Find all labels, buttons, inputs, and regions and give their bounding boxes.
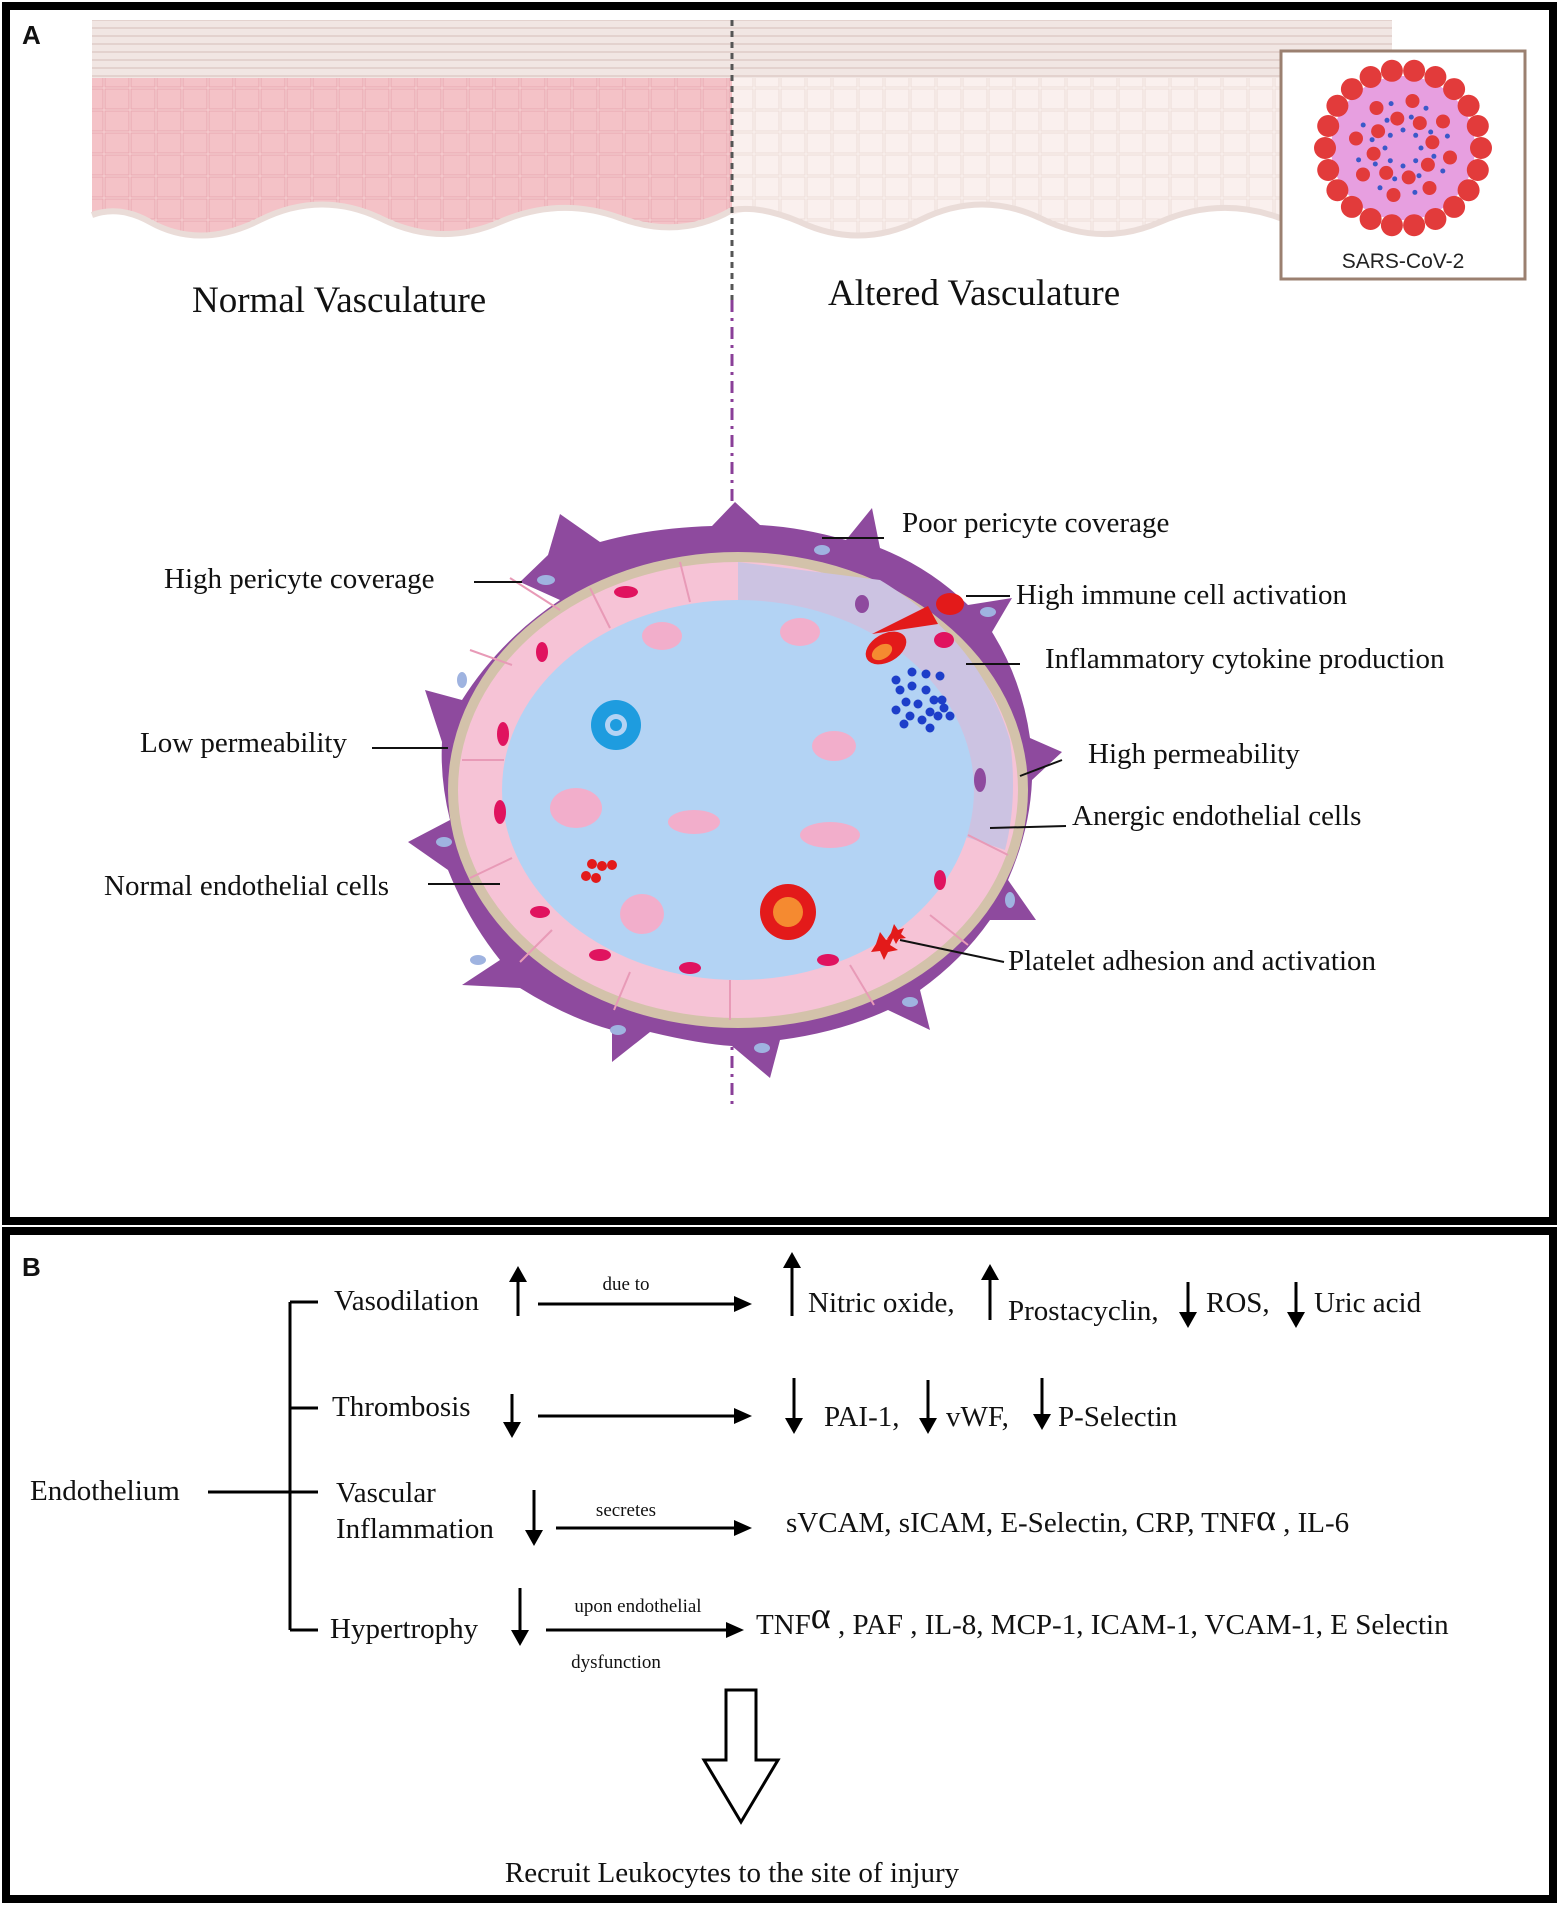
immune-cell-activation xyxy=(865,593,964,665)
activated-platelets xyxy=(871,924,906,960)
vasodilation-label: Vasodilation xyxy=(334,1285,479,1317)
label-platelet-adhesion: Platelet adhesion and activation xyxy=(1008,945,1377,977)
arrow-down-icon xyxy=(785,1378,803,1434)
p-selectin: P-Selectin xyxy=(1058,1401,1178,1433)
row-thrombosis: Thrombosis PAI-1, vWF, xyxy=(332,1378,1178,1438)
anergic-nuclei xyxy=(855,595,986,792)
platelets-normal xyxy=(581,859,617,883)
label-high-permeability: High permeability xyxy=(1088,738,1300,770)
big-down-arrow-icon xyxy=(701,1688,781,1825)
arrow-down-icon xyxy=(1287,1282,1305,1328)
activated-leukocyte xyxy=(760,884,816,940)
arrow-down-icon xyxy=(919,1380,937,1434)
row-hypertrophy: Hypertrophy upon endothelial dysfunction… xyxy=(330,1588,1449,1673)
label-cytokine-production: Inflammatory cytokine production xyxy=(1045,643,1445,675)
arrow-down-icon xyxy=(511,1588,529,1646)
endothelium-root: Endothelium xyxy=(30,1475,180,1507)
monocyte-blue xyxy=(591,700,641,750)
hypertrophy-label: Hypertrophy xyxy=(330,1613,479,1645)
upon-endothelial-label: upon endothelial xyxy=(574,1596,701,1617)
ros: ROS, xyxy=(1206,1287,1270,1319)
prostacyclin: Prostacyclin, xyxy=(1008,1295,1159,1327)
endothelial-cell-borders xyxy=(462,561,1009,1020)
panel-a: A Normal Vasculature Altered Vasculature… xyxy=(2,2,1557,1225)
label-immune-activation: High immune cell activation xyxy=(1016,579,1347,611)
tissue-band xyxy=(90,20,1394,239)
label-anergic-endothelial: Anergic endothelial cells xyxy=(1072,800,1361,832)
label-normal-endothelial: Normal endothelial cells xyxy=(104,870,389,902)
row-vasodilation: Vasodilation due to Nitric oxide, Prosta… xyxy=(334,1252,1422,1328)
panel-b-letter: B xyxy=(22,1252,41,1282)
secretes-label: secretes xyxy=(596,1500,656,1521)
inflammation-label: Inflammation xyxy=(336,1513,494,1545)
due-to-label: due to xyxy=(603,1274,650,1295)
endothelial-nuclei xyxy=(494,586,954,974)
panel-a-letter: A xyxy=(22,20,41,50)
arrow-down-icon xyxy=(503,1394,521,1438)
sars-cov-2-box: SARS-CoV-2 xyxy=(1279,49,1527,281)
pai-1: PAI-1, xyxy=(824,1401,899,1433)
vessel-cross-section xyxy=(408,502,1062,1078)
panel-b-border xyxy=(2,1227,1557,1903)
arrow-right-icon xyxy=(538,1408,752,1424)
altered-tissue xyxy=(732,78,1392,236)
arrow-up-icon xyxy=(509,1266,527,1316)
virus-icon xyxy=(1314,59,1492,237)
leader-lines xyxy=(372,537,1067,963)
virus-label: SARS-CoV-2 xyxy=(1342,250,1465,273)
arrow-right-icon xyxy=(556,1520,752,1536)
arrow-up-icon xyxy=(981,1264,999,1320)
arrow-down-icon xyxy=(1179,1282,1197,1328)
nitric-oxide: Nitric oxide, xyxy=(808,1287,955,1319)
arrow-right-icon xyxy=(538,1296,752,1312)
arrow-up-icon xyxy=(783,1252,801,1316)
dysfunction-label: dysfunction xyxy=(571,1652,661,1673)
anergic-cell-nucleus-pink xyxy=(935,633,953,647)
row-vascular-inflammation: Vascular Inflammation secretes sVCAM, sI… xyxy=(336,1477,1349,1546)
arrow-down-icon xyxy=(525,1490,543,1546)
vascular-label: Vascular xyxy=(336,1477,436,1509)
arrow-down-icon xyxy=(1033,1378,1051,1430)
pericyte-nuclei xyxy=(436,545,1015,1053)
cytokines xyxy=(891,667,955,733)
vwf: vWF, xyxy=(946,1401,1009,1433)
lumen-cells xyxy=(550,618,860,934)
vessel-lumen xyxy=(502,600,974,980)
thrombosis-label: Thrombosis xyxy=(332,1391,471,1423)
label-high-pericyte: High pericyte coverage xyxy=(164,563,435,595)
altered-vasculature-title: Altered Vasculature xyxy=(828,273,1120,314)
uric-acid: Uric acid xyxy=(1314,1287,1422,1319)
inflammation-markers: sVCAM, sICAM, E-Selectin, CRP, TNFα , IL… xyxy=(786,1497,1349,1539)
label-low-permeability: Low permeability xyxy=(140,727,347,759)
normal-vasculature-title: Normal Vasculature xyxy=(192,280,486,321)
panel-b: B Endothelium Vasodilation due to xyxy=(2,1227,1557,1903)
label-poor-pericyte: Poor pericyte coverage xyxy=(902,507,1169,539)
outcome-text: Recruit Leukocytes to the site of injury xyxy=(505,1857,960,1889)
endothelium-tree xyxy=(208,1300,318,1632)
arrow-right-icon xyxy=(546,1622,744,1638)
hypertrophy-markers: TNFα , PAF , IL-8, MCP-1, ICAM-1, VCAM-1… xyxy=(756,1595,1449,1641)
normal-tissue xyxy=(92,78,732,236)
